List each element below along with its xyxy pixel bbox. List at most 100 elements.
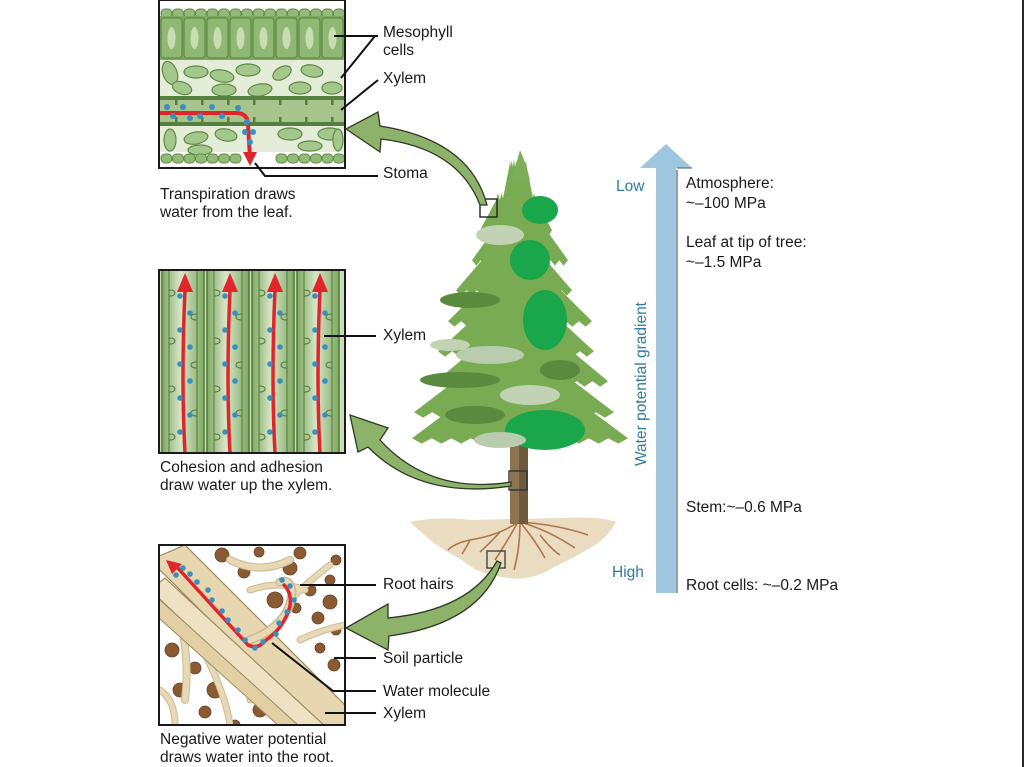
water-molecule — [322, 412, 328, 418]
soil-particle — [324, 574, 336, 586]
spongy-cell — [332, 128, 344, 152]
water-flow-path — [226, 289, 232, 453]
spongy-cell — [183, 65, 209, 79]
chloroplast — [167, 27, 176, 49]
leaf-cross-section-panel — [158, 0, 346, 169]
spongy-cell — [300, 64, 324, 78]
epidermis-cell — [333, 153, 345, 164]
water-molecule — [219, 113, 225, 119]
water-molecule — [273, 631, 279, 637]
spongy-cell — [297, 140, 323, 152]
label-root-xylem: Xylem — [383, 705, 427, 722]
water-molecule — [276, 620, 282, 626]
water-molecule — [222, 429, 228, 435]
water-molecule — [279, 577, 285, 583]
water-molecule — [252, 645, 258, 651]
water-molecule — [222, 395, 228, 401]
water-flow-arrowhead — [312, 273, 328, 292]
water-molecule — [277, 412, 283, 418]
caption-root-line2: draws water into the root. — [160, 749, 335, 766]
tree-tip — [512, 150, 530, 180]
spongy-cell — [171, 80, 193, 96]
water-molecule — [232, 412, 238, 418]
water-molecule — [187, 571, 193, 577]
caption-stem-line1: Cohesion and adhesion — [160, 459, 323, 476]
gradient-high-label: High — [612, 564, 644, 581]
foliage-patch — [522, 196, 558, 224]
soil-particle — [253, 546, 265, 558]
frame-edge — [1022, 0, 1024, 767]
soil-mound — [410, 517, 616, 579]
epidermis-cell — [160, 153, 173, 164]
transpiration-water-path — [159, 111, 252, 159]
water-molecule — [235, 105, 241, 111]
value-stem: Stem:~–0.6 MPa — [686, 499, 802, 516]
water-molecule — [187, 344, 193, 350]
water-molecule — [177, 429, 183, 435]
water-molecule — [312, 395, 318, 401]
spongy-cell — [277, 127, 303, 141]
label-soil-particle: Soil particle — [383, 650, 464, 667]
spongy-cell — [235, 63, 261, 77]
water-molecule — [197, 113, 203, 119]
soil-particle — [188, 661, 202, 675]
water-molecule — [312, 293, 318, 299]
water-molecule — [187, 310, 193, 316]
water-molecule — [312, 429, 318, 435]
epidermis-cell — [310, 153, 322, 164]
water-molecule — [267, 293, 273, 299]
soil-particle — [214, 547, 230, 563]
water-molecule — [177, 293, 183, 299]
epidermis-cell — [287, 153, 299, 164]
value-leaf-tip-location: Leaf at tip of tree: — [686, 234, 807, 251]
water-flow-path — [271, 289, 277, 453]
epidermis-cell — [172, 153, 184, 164]
water-molecule — [187, 412, 193, 418]
leaf-callout-arrow — [344, 110, 488, 206]
water-molecule — [322, 344, 328, 350]
water-molecule — [284, 609, 290, 615]
spongy-cell — [247, 83, 273, 97]
epidermis-cell — [321, 153, 334, 164]
water-molecule — [312, 361, 318, 367]
spongy-cell — [288, 81, 312, 95]
chloroplast — [328, 27, 337, 49]
caption-leaf-line2: water from the leaf. — [160, 204, 293, 221]
water-molecule — [170, 113, 176, 119]
root-leader-lines — [271, 584, 376, 714]
label-root-hairs: Root hairs — [383, 576, 454, 593]
gradient-low-label: Low — [616, 178, 645, 195]
spongy-cell — [211, 83, 237, 97]
water-molecule — [287, 583, 293, 589]
spongy-cell — [163, 128, 177, 152]
caption-root-line1: Negative water potential — [160, 731, 327, 748]
value-atmosphere-location: Atmosphere: — [686, 175, 774, 192]
chloroplast — [236, 27, 245, 49]
water-molecule — [180, 565, 186, 571]
water-molecule — [222, 293, 228, 299]
epidermis-cell — [229, 153, 242, 164]
water-molecule — [322, 310, 328, 316]
caption-leaf-line1: Transpiration draws — [160, 186, 296, 203]
chloroplast — [282, 27, 291, 49]
epidermis-cell — [195, 153, 207, 164]
water-molecule — [312, 327, 318, 333]
label-mesophyll-line1: Mesophyll — [383, 24, 453, 41]
water-flow-path — [181, 289, 187, 453]
caption-leaf: Transpiration draws water from the leaf. — [160, 186, 296, 222]
foliage-patch — [474, 432, 526, 448]
water-flow-path — [316, 289, 322, 453]
water-molecule — [260, 639, 266, 645]
water-molecule — [177, 395, 183, 401]
water-molecule — [187, 378, 193, 384]
spongy-cell — [321, 81, 343, 95]
soil-particle — [330, 554, 342, 566]
conifer-tree — [410, 150, 628, 579]
water-molecule — [222, 361, 228, 367]
caption-stem-line2: draw water up the xylem. — [160, 477, 333, 494]
epidermis-cell — [183, 153, 196, 164]
foliage-patch — [523, 290, 567, 350]
water-molecule — [177, 361, 183, 367]
water-molecule — [277, 378, 283, 384]
chloroplast — [259, 27, 268, 49]
